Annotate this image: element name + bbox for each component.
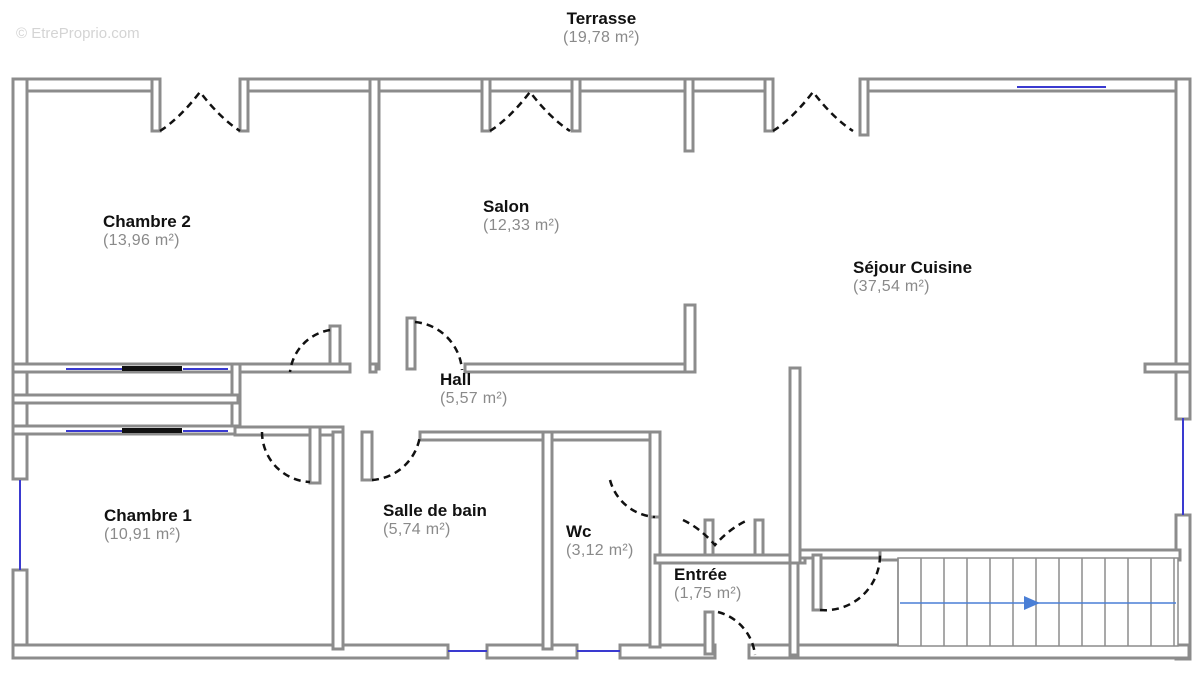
- room-label-wc: Wc (3,12 m²): [566, 522, 634, 559]
- staircase-outline: [897, 557, 1179, 647]
- room-name: Hall: [440, 370, 472, 389]
- wall-segment: [11, 77, 158, 93]
- doors: [159, 89, 882, 656]
- room-name: Chambre 2: [103, 212, 191, 231]
- wall-segment: [418, 430, 652, 442]
- wall-segment: [233, 425, 319, 437]
- wall-segment: [541, 430, 554, 651]
- wall-segment: [683, 303, 697, 374]
- room-label-entree: Entrée (1,75 m²): [674, 565, 742, 602]
- room-area: (12,33 m²): [483, 216, 560, 234]
- door-swing: [371, 435, 422, 482]
- wall-segment: [648, 515, 662, 649]
- wall-segment: [683, 77, 695, 153]
- watermark: © EtreProprio.com: [16, 25, 140, 42]
- walls: [11, 77, 1192, 661]
- room-name: Entrée: [674, 565, 727, 584]
- room-area: (5,74 m²): [383, 520, 451, 538]
- room-name: Terrasse: [566, 9, 637, 28]
- wall-segment: [405, 316, 417, 371]
- door-swing: [819, 554, 882, 612]
- room-name: Wc: [566, 522, 592, 541]
- staircase: [897, 557, 1179, 647]
- window-sill: [122, 366, 182, 371]
- room-name: Salon: [483, 197, 530, 216]
- wall-segment: [648, 430, 662, 519]
- room-area: (3,12 m²): [566, 541, 634, 559]
- window-sill: [122, 428, 182, 433]
- room-label-sejour-cuisine: Séjour Cuisine (37,54 m²): [853, 258, 973, 295]
- wall-segment: [570, 77, 582, 133]
- wall-segment: [238, 362, 352, 374]
- wall-segment: [150, 77, 162, 133]
- wall-segment: [653, 553, 807, 565]
- wall-segment: [331, 430, 345, 651]
- wall-segment: [618, 643, 717, 660]
- wall-segment: [1143, 362, 1192, 374]
- room-label-terrasse: Terrasse (19,78 m²): [563, 9, 640, 46]
- room-area: (10,91 m²): [104, 525, 181, 543]
- wall-segment: [368, 362, 378, 374]
- room-name: Salle de bain: [383, 501, 487, 520]
- room-label-hall: Hall (5,57 m²): [440, 370, 508, 407]
- wall-segment: [763, 77, 775, 133]
- room-name: Chambre 1: [104, 506, 192, 525]
- wall-segment: [858, 77, 870, 137]
- door-swing: [414, 320, 464, 371]
- room-area: (37,54 m²): [853, 277, 930, 295]
- wall-segment: [747, 643, 1191, 660]
- wall-segment: [485, 643, 579, 660]
- room-area: (1,75 m²): [674, 584, 742, 602]
- wall-segment: [811, 553, 823, 612]
- door-swing: [682, 518, 749, 547]
- door-swing: [288, 328, 331, 373]
- room-area: (13,96 m²): [103, 231, 180, 249]
- door-swing: [489, 89, 571, 133]
- door-swing: [772, 89, 854, 133]
- wall-segment: [480, 77, 492, 133]
- door-swing: [159, 89, 241, 133]
- door-swing: [260, 431, 311, 484]
- wall-segment: [703, 610, 715, 656]
- wall-segment: [238, 77, 250, 133]
- room-label-chambre-2: Chambre 2 (13,96 m²): [103, 212, 191, 249]
- wall-segment: [865, 77, 1189, 93]
- wall-segment: [368, 77, 381, 371]
- room-area: (19,78 m²): [563, 28, 640, 46]
- windows: [19, 86, 1184, 652]
- wall-segment: [360, 430, 374, 482]
- room-label-salle-de-bain: Salle de bain (5,74 m²): [383, 501, 487, 538]
- wall-segment: [788, 553, 800, 657]
- room-area: (5,57 m²): [440, 389, 508, 407]
- wall-segment: [11, 77, 29, 481]
- stair-arrow-icon: [1024, 596, 1040, 610]
- door-swing: [717, 610, 757, 656]
- wall-segment: [11, 393, 240, 405]
- room-name: Séjour Cuisine: [853, 258, 973, 277]
- room-label-chambre-1: Chambre 1 (10,91 m²): [104, 506, 192, 543]
- wall-segment: [788, 366, 802, 565]
- wall-segment: [11, 643, 450, 660]
- room-label-salon: Salon (12,33 m²): [483, 197, 560, 234]
- wall-segment: [308, 425, 322, 485]
- door-swing: [608, 479, 656, 519]
